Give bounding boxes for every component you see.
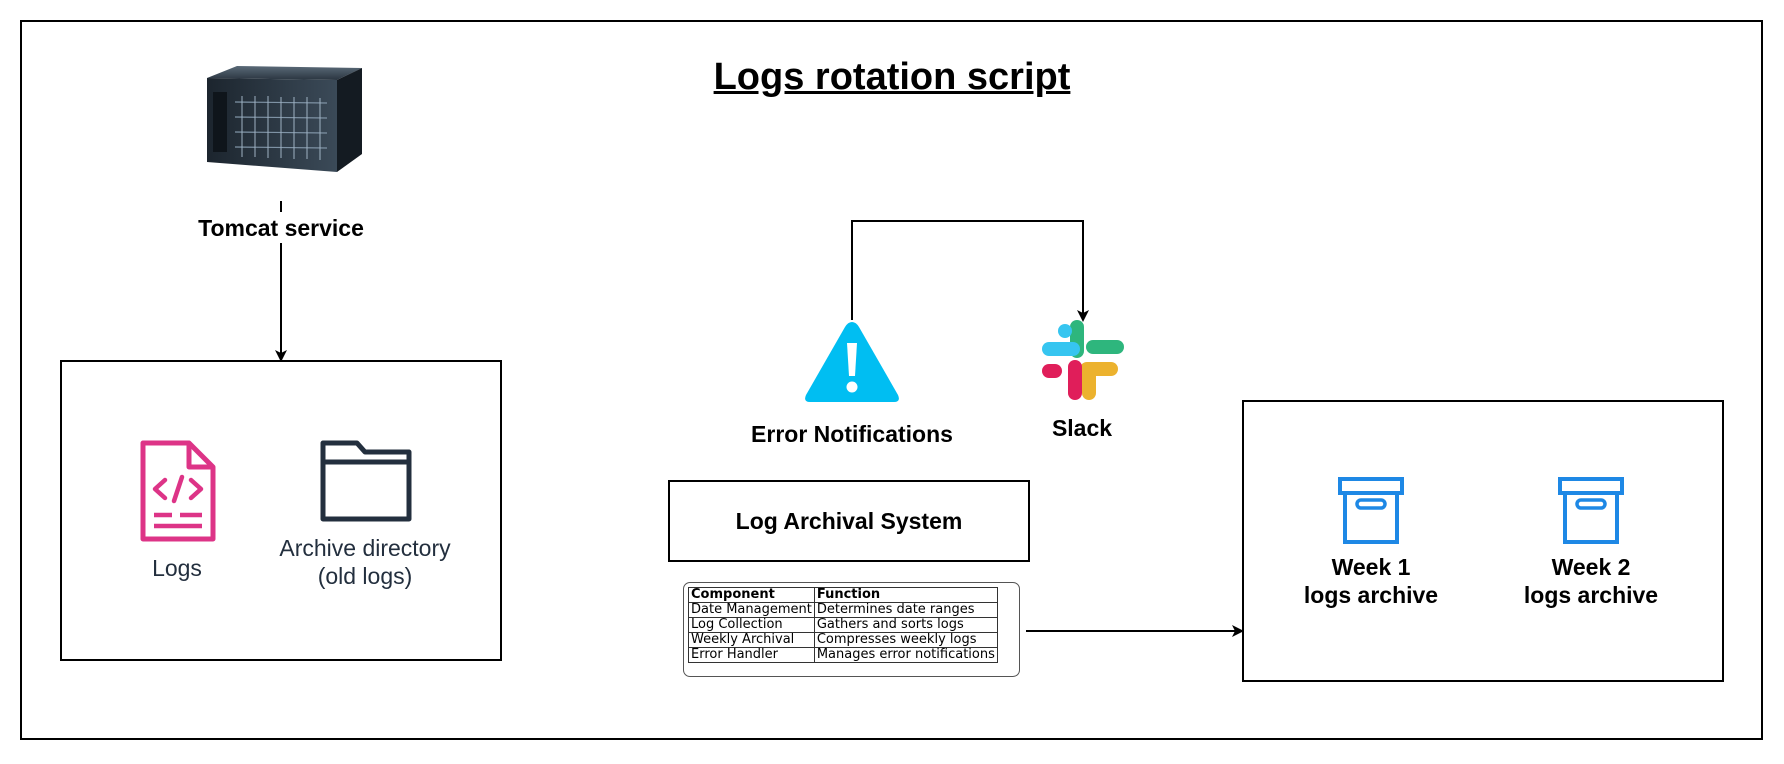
table-header-component: Component [688,587,815,603]
table-row: Date Management Determines date ranges [688,602,998,618]
slack-icon [1042,320,1124,400]
week2-archive-line1: Week 2 [1551,554,1631,580]
table-cell: Compresses weekly logs [813,632,998,648]
archive-directory-label-line1: Archive directory [279,535,451,561]
weekly-archives-box [1242,400,1724,682]
archive-directory-label: Archive directory (old logs) [255,534,475,590]
components-table-container: Component Function Date Management Deter… [683,582,1020,677]
table-cell: Log Collection [688,617,815,633]
table-row: Error Handler Manages error notification… [688,647,998,663]
table-header-row: Component Function [688,587,998,603]
table-cell: Error Handler [688,647,815,663]
archive-directory-label-line2: (old logs) [317,563,413,589]
archive-box-icon-week2 [1558,477,1624,544]
code-file-icon [140,440,216,542]
table-cell: Weekly Archival [688,632,815,648]
week2-archive-line2: logs archive [1523,582,1659,608]
logs-label: Logs [152,555,202,581]
diagram-title: Logs rotation script [713,56,1071,98]
table-cell: Gathers and sorts logs [813,617,998,633]
archive-box-icon-week1 [1338,477,1404,544]
week1-archive-label: Week 1 logs archive [1281,553,1461,609]
table-cell: Manages error notifications [813,647,998,663]
week1-archive-line1: Week 1 [1331,554,1411,580]
diagram-frame [20,20,1763,740]
table-header-function: Function [813,587,998,603]
warning-icon [805,322,899,402]
folder-icon [320,440,412,522]
table-cell: Determines date ranges [813,602,998,618]
log-archival-system-box: Log Archival System [668,480,1030,562]
log-archival-system-label: Log Archival System [735,507,963,534]
server-icon [207,66,362,172]
components-table: Component Function Date Management Deter… [688,587,998,663]
week1-archive-line2: logs archive [1303,582,1439,608]
logs-storage-box [60,360,502,661]
slack-label: Slack [1051,415,1113,441]
table-row: Log Collection Gathers and sorts logs [688,617,998,633]
week2-archive-label: Week 2 logs archive [1501,553,1681,609]
error-to-slack-arrow [851,220,1089,322]
error-notifications-label: Error Notifications [751,421,953,447]
table-row: Weekly Archival Compresses weekly logs [688,632,998,648]
tomcat-service-label: Tomcat service [181,215,381,242]
table-cell: Date Management [688,602,815,618]
